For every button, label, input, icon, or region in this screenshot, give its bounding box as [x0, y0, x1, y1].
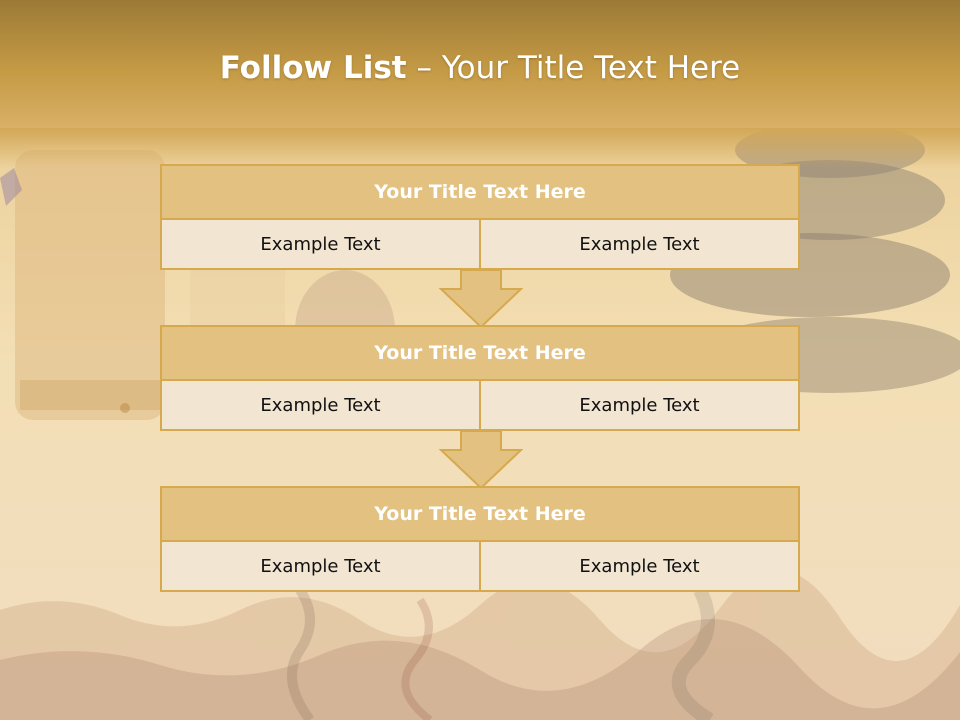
block-row: Example Text Example Text [160, 220, 800, 270]
block-cell-right: Example Text [479, 542, 798, 590]
block-cell-left: Example Text [260, 555, 381, 577]
block-row: Example Text Example Text [160, 542, 800, 592]
block-title: Your Title Text Here [160, 325, 800, 381]
block-cell-left: Example Text [260, 233, 381, 255]
down-arrow-icon [439, 430, 523, 490]
follow-block-1: Your Title Text Here Example Text Exampl… [160, 164, 800, 270]
block-title: Your Title Text Here [160, 486, 800, 542]
follow-block-3: Your Title Text Here Example Text Exampl… [160, 486, 800, 592]
block-title: Your Title Text Here [160, 164, 800, 220]
slide-title: Follow List – Your Title Text Here [0, 50, 960, 86]
down-arrow-icon [439, 269, 523, 329]
slide-title-rest: – Your Title Text Here [406, 50, 741, 86]
block-cell-left: Example Text [260, 394, 381, 416]
follow-block-2: Your Title Text Here Example Text Exampl… [160, 325, 800, 431]
block-row: Example Text Example Text [160, 381, 800, 431]
slide-title-bold: Follow List [219, 50, 407, 86]
block-cell-right: Example Text [479, 220, 798, 268]
block-cell-right: Example Text [479, 381, 798, 429]
